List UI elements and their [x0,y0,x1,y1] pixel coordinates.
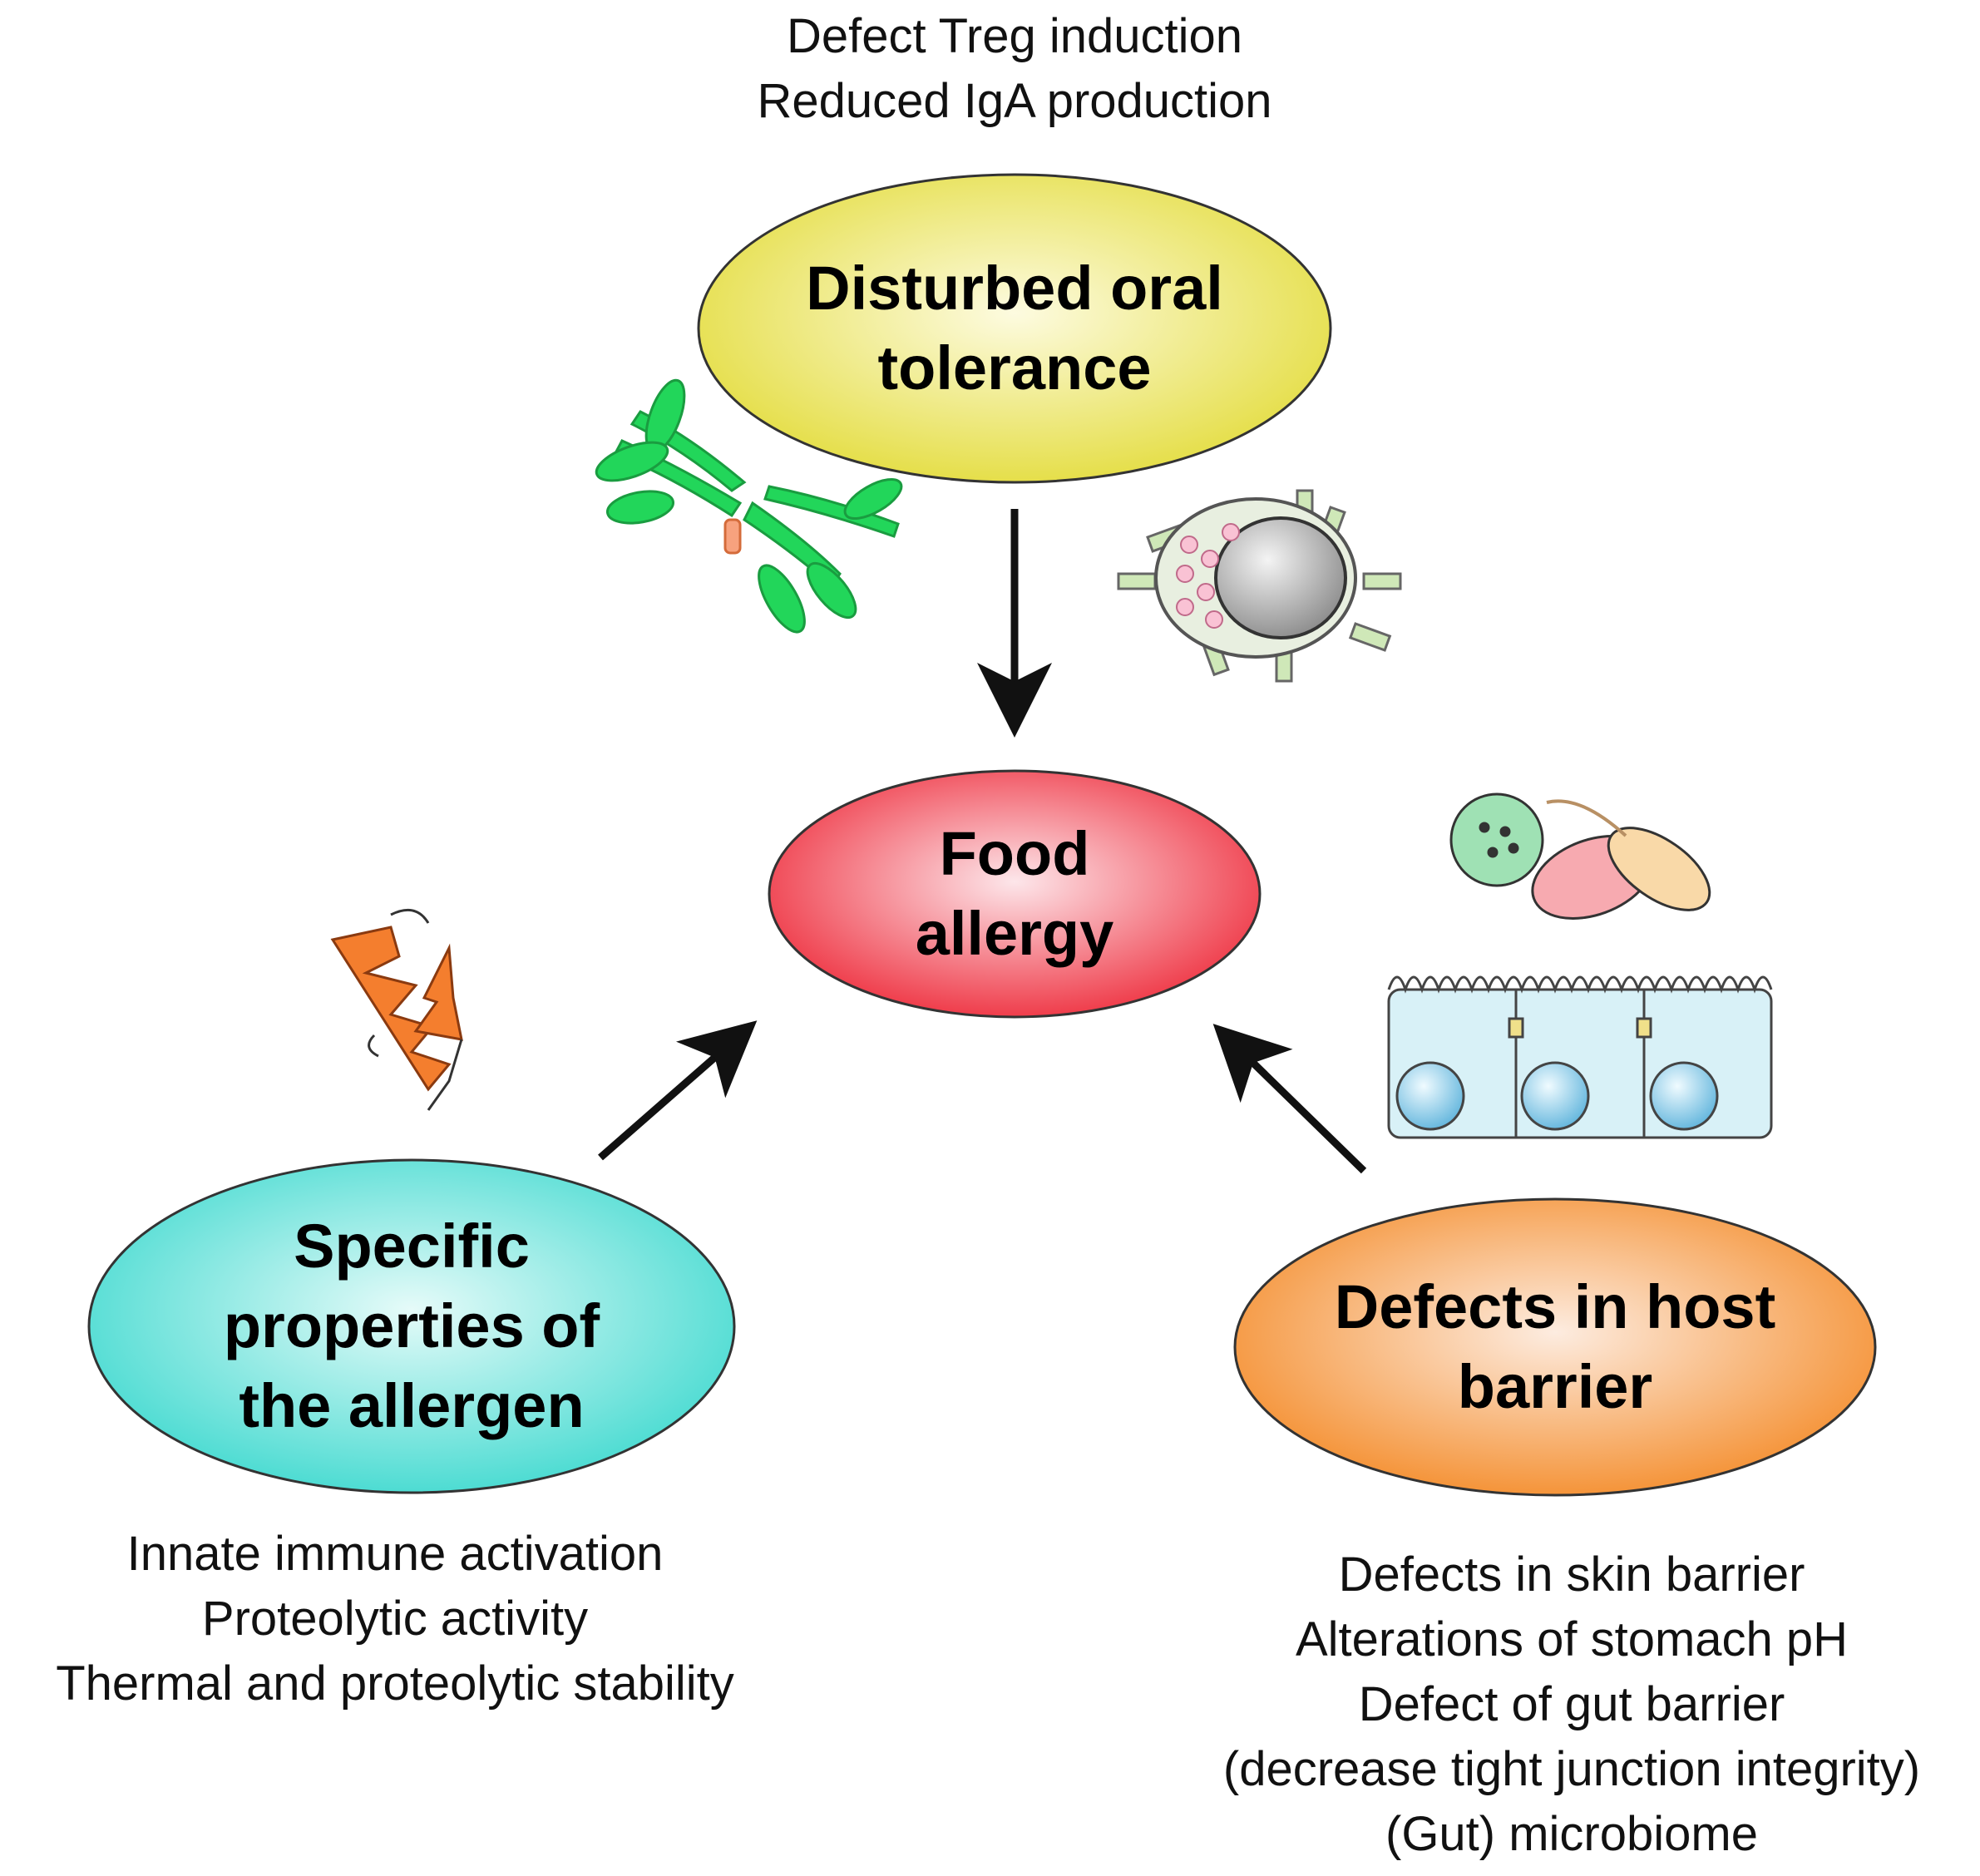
note-left: Innate immune activation Proteolytic act… [56,1527,734,1711]
node-center-label: Food allergy [915,819,1114,968]
node-top-label: Disturbed oral tolerance [806,254,1223,402]
node-right-label: Defects in host barrier [1334,1272,1776,1421]
immune-cell-icon [1117,489,1402,683]
node-right-oval [1233,1197,1877,1497]
node-left-oval [87,1158,736,1494]
arrow-left-to-center [598,1020,758,1161]
arrow-right-to-center [1212,1024,1367,1174]
node-center-oval [768,769,1262,1019]
node-left-label: Specific properties of the allergen [223,1212,600,1440]
note-right: Defects in skin barrier Alterations of s… [1222,1548,1921,1861]
epithelial-cells-icon [1387,975,1773,1139]
node-top-oval [697,173,1332,484]
note-top: Defect Treg induction Reduced IgA produc… [757,9,1272,128]
bacteria-icon [1449,792,1711,920]
antibody-icon [595,378,903,634]
protein-structure-icon [330,908,463,1111]
